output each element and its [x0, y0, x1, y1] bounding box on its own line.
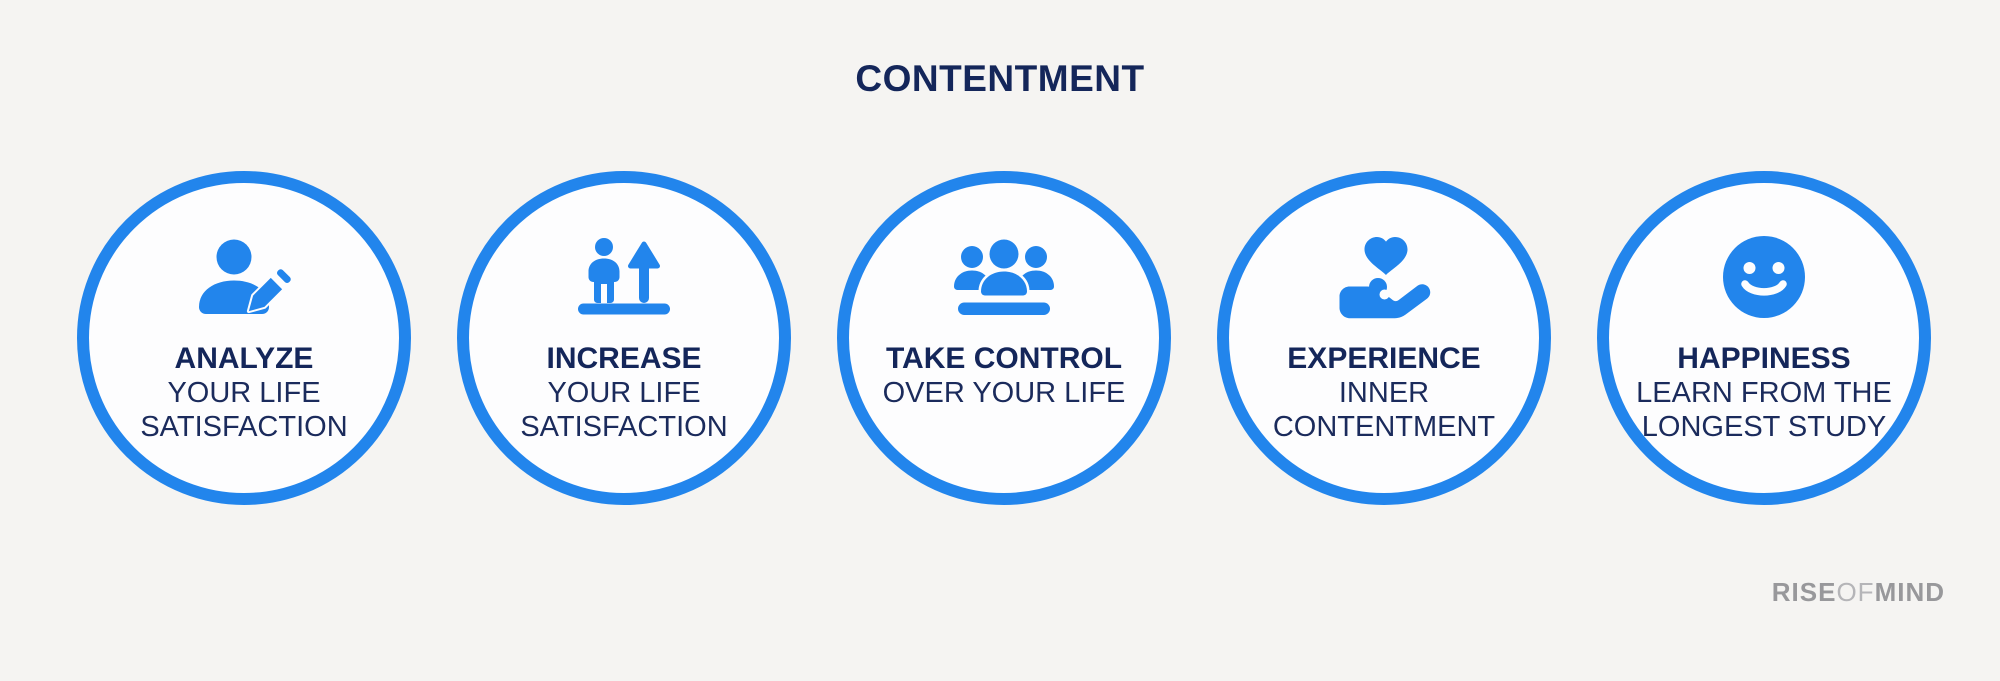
step-subtitle-line: LEARN FROM THE: [1636, 377, 1892, 409]
smiley-face-icon: [1720, 232, 1808, 322]
step-circle-experience: EXPERIENCE INNER CONTENTMENT: [1217, 171, 1551, 505]
step-heading: EXPERIENCE: [1287, 342, 1481, 375]
step-circle-happiness: HAPPINESS LEARN FROM THE LONGEST STUDY: [1597, 171, 1931, 505]
step-heading: TAKE CONTROL: [885, 342, 1123, 375]
step-subtitle-line: CONTENTMENT: [1272, 411, 1496, 443]
watermark-rise: RISE: [1771, 577, 1837, 607]
person-growth-arrow-icon: [574, 232, 674, 322]
hand-holding-heart-icon: [1334, 232, 1434, 322]
step-subtitle-line: INNER: [1338, 377, 1430, 409]
step-heading: HAPPINESS: [1677, 342, 1851, 375]
step-subtitle-line: YOUR LIFE: [167, 377, 321, 409]
step-circle-increase: INCREASE YOUR LIFE SATISFACTION: [457, 171, 791, 505]
step-subtitle-line: OVER YOUR LIFE: [882, 377, 1126, 409]
step-circle-take-control: TAKE CONTROL OVER YOUR LIFE: [837, 171, 1171, 505]
watermark-mind: MIND: [1874, 577, 1945, 607]
people-group-icon: [949, 232, 1059, 322]
person-writing-icon: [194, 232, 294, 322]
step-subtitle-line: YOUR LIFE: [547, 377, 701, 409]
watermark-riseofmind: RISEOFMIND: [1772, 577, 1945, 608]
step-subtitle-line: SATISFACTION: [140, 411, 348, 443]
step-subtitle-line: SATISFACTION: [520, 411, 728, 443]
step-subtitle-line: LONGEST STUDY: [1641, 411, 1887, 443]
page-title: CONTENTMENT: [855, 58, 1145, 99]
step-heading: INCREASE: [546, 342, 702, 375]
watermark-of: OF: [1836, 577, 1875, 607]
step-circle-analyze: ANALYZE YOUR LIFE SATISFACTION: [77, 171, 411, 505]
step-heading: ANALYZE: [174, 342, 314, 375]
